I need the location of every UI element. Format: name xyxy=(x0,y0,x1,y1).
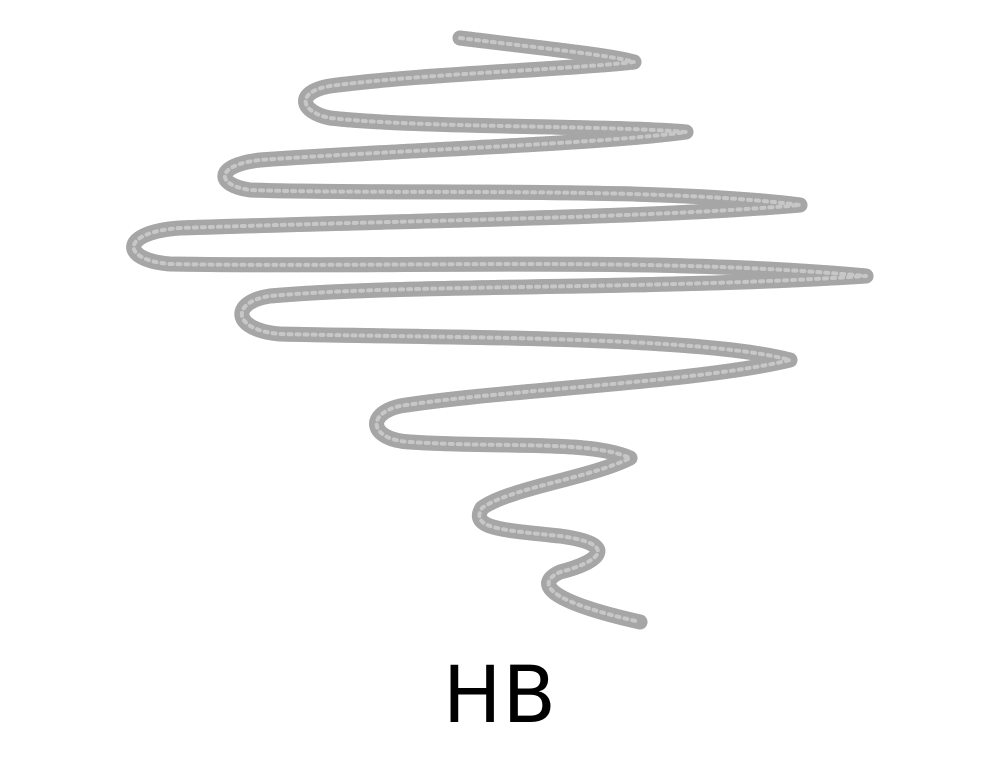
pencil-grade-label: HB xyxy=(442,651,558,741)
scribble-highlight xyxy=(131,36,868,624)
pencil-scribble xyxy=(126,30,874,630)
